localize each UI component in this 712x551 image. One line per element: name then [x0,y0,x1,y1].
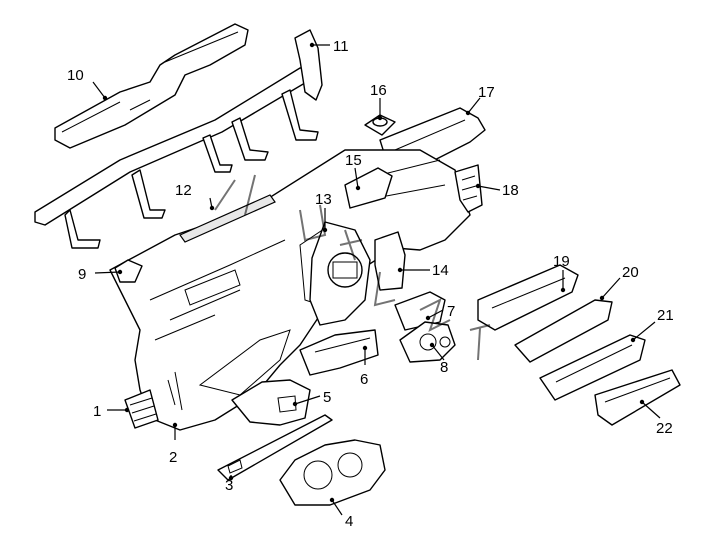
dashboard-shell [109,149,471,431]
part-14-center-bracket [374,231,406,291]
callout-11: 11 [333,38,349,55]
part-6-lower-center-tray [299,329,379,376]
callout-labels: 1 2 3 4 5 6 7 8 9 10 11 12 13 14 15 16 1… [67,38,674,530]
part-22-lower-glovebox [594,369,681,426]
callout-1: 1 [93,403,101,420]
callout-13: 13 [315,191,332,208]
callout-8: 8 [440,359,448,376]
callout-3: 3 [225,477,233,494]
callout-16: 16 [370,82,387,99]
part-11-cross-car-beam [34,29,323,249]
part-19-glovebox-lid [477,264,579,331]
callout-4: 4 [345,513,353,530]
part-12-defrost-grille [179,194,276,243]
part-3-lower-trim [217,414,333,481]
part-5-steering-column-cover [231,379,311,426]
callout-20: 20 [622,264,639,281]
part-13-center-vent-housing [309,221,371,326]
callout-10: 10 [67,67,84,84]
callout-15: 15 [345,152,362,169]
callout-12: 12 [175,182,192,199]
callout-14: 14 [432,262,449,279]
part-9-speaker-cover [114,259,143,283]
callout-6: 6 [360,371,368,388]
callout-5: 5 [323,389,331,406]
part-4-instrument-cluster [279,439,386,506]
part-8-heater-control [399,321,456,363]
part-16-dash-speaker [364,114,396,136]
part-15-passenger-vent [344,167,393,209]
callout-2: 2 [169,449,177,466]
callout-18: 18 [502,182,519,199]
callout-9: 9 [78,266,86,283]
part-18-right-side-vent [454,164,483,213]
part-10-air-duct [54,23,249,149]
callout-21: 21 [657,307,674,324]
callout-7: 7 [447,303,455,320]
watermark [214,174,491,361]
part-20-glovebox-panel [514,299,613,363]
callout-19: 19 [553,253,570,270]
part-21-glovebox [539,334,646,401]
callout-22: 22 [656,420,673,437]
part-1-left-side-vent [124,389,159,429]
leader-lines [92,42,661,516]
callout-17: 17 [478,84,495,101]
